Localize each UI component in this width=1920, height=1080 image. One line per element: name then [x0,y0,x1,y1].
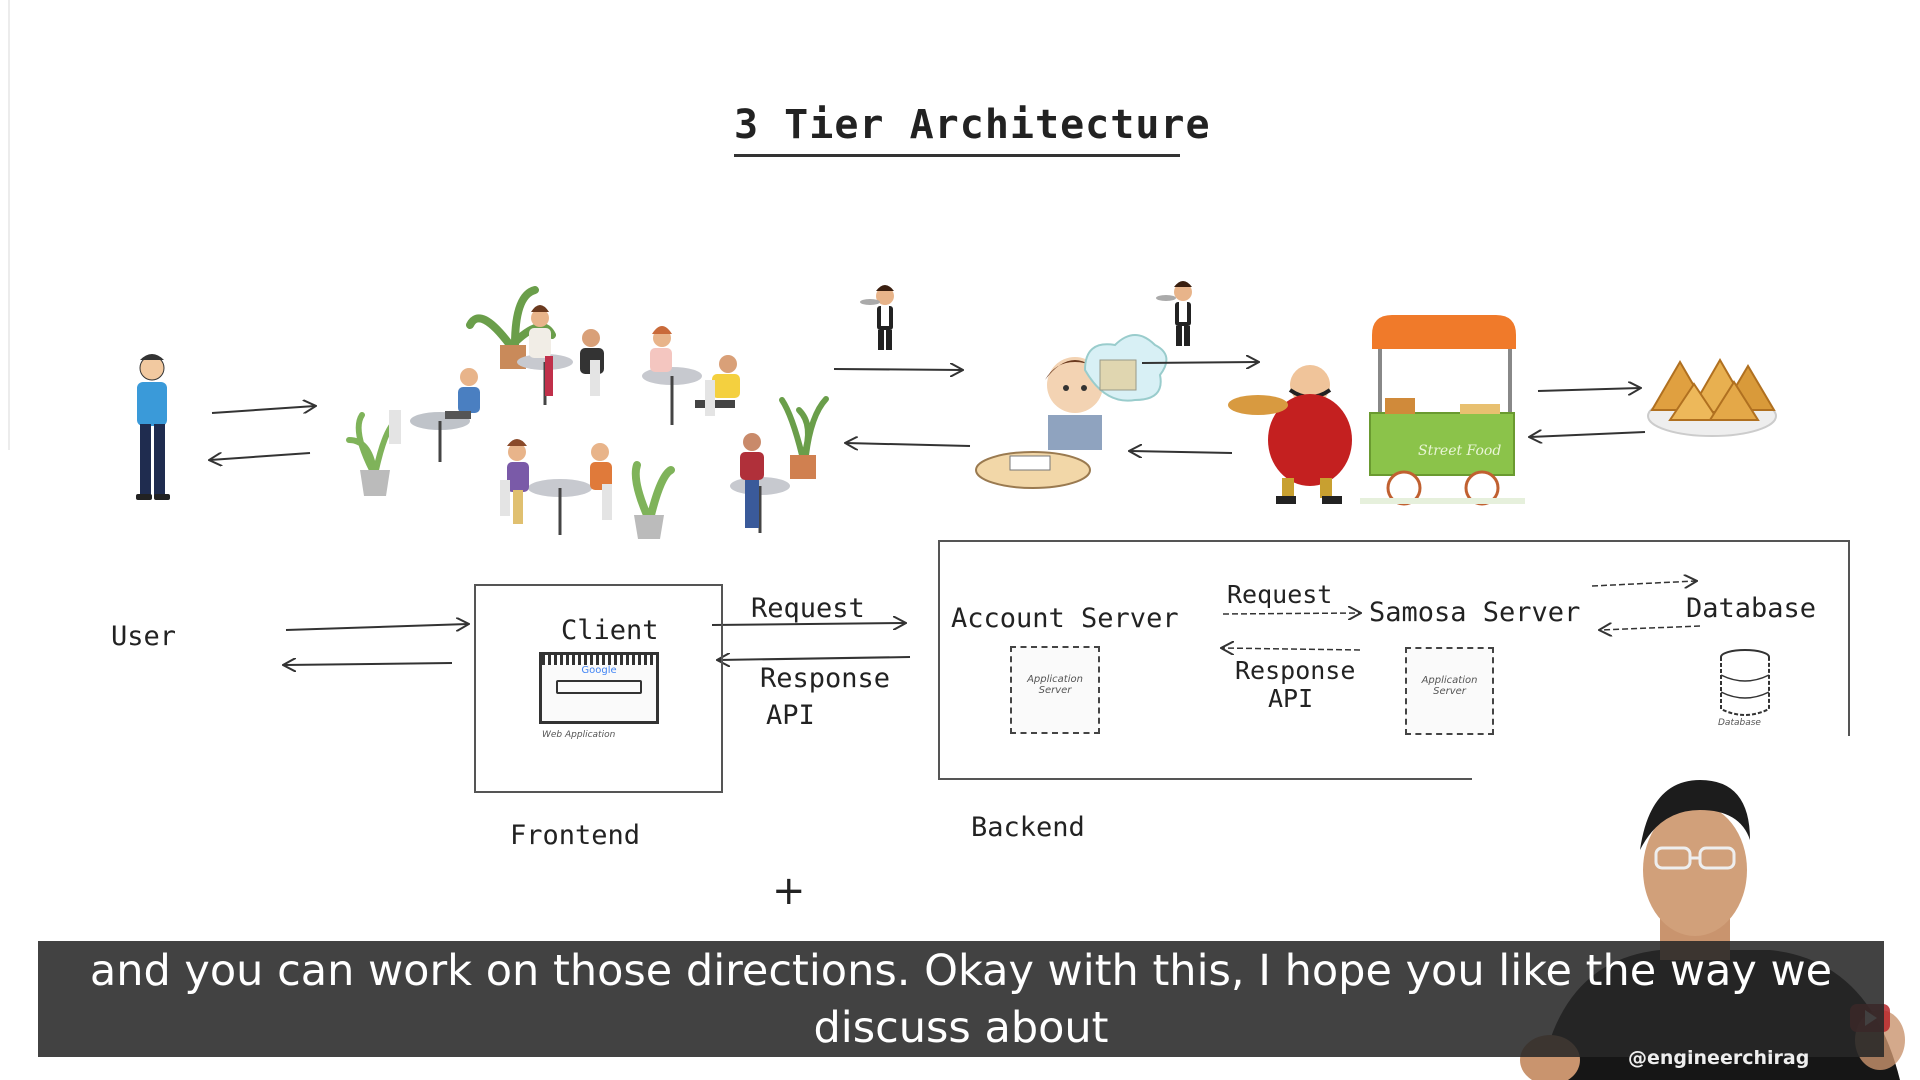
arrow-cart-to-samosas [1537,388,1640,391]
cafe-scene-illustration [346,286,829,539]
arrow-cafe-to-user [210,452,311,460]
caption-line-1: and you can work on those directions. Ok… [89,946,1833,996]
api-label: API [766,700,815,731]
waiter-2-illustration [1156,281,1192,346]
google-logo: Google [581,665,617,676]
backend-api-label: API [1268,684,1314,713]
account-server-box-text: Application Server [1027,674,1083,696]
arrow-request-to-backend [711,623,905,625]
title-underline [734,154,1180,157]
response-label: Response [760,663,891,694]
subtitle-caption: and you can work on those directions. Ok… [38,941,1884,1057]
backend-label: Backend [971,812,1085,843]
client-label: Client [561,615,659,646]
cart-sign: Street Food [1418,443,1501,459]
account-server-label: Account Server [951,603,1179,634]
arrow-client-to-user [284,663,453,665]
samosa-plate-illustration [1647,357,1777,437]
arrow-cafe-to-cashier [833,369,962,370]
page-edge [8,0,10,450]
caption-line-2: discuss about [813,1003,1109,1053]
arrow-samosa-to-database [1591,581,1696,586]
waiter-1-illustration [860,285,894,350]
backend-box [938,540,1850,736]
database-icon [1720,649,1770,716]
backend-box-bottom [938,778,1472,780]
backend-box-left-ext [938,736,940,780]
channel-handle: @engineerchirag [1628,1047,1810,1069]
arrow-cashier-to-cafe [846,443,971,446]
diagram-title: 3 Tier Architecture [734,102,1211,148]
arrow-user-to-client [285,624,468,630]
samosa-seller-illustration [1228,365,1352,504]
arrow-cashier-to-seller [1141,362,1258,363]
samosa-server-label: Samosa Server [1369,597,1581,628]
plus-cursor: + [772,868,806,914]
arrow-seller-to-cashier [1130,451,1233,453]
user-illustration [136,354,170,500]
account-server-box: Application Server [1010,646,1100,734]
backend-response-label: Response [1235,656,1356,685]
samosa-server-box-text: Application Server [1421,675,1478,697]
search-bar [556,680,642,694]
web-app-titlebar [542,655,656,665]
arrow-account-to-samosa [1222,613,1360,614]
user-label: User [111,621,177,652]
database-caption: Database [1718,718,1761,728]
food-cart-illustration [1360,315,1525,506]
samosa-server-box: Application Server [1405,647,1494,735]
cashier-illustration [975,334,1168,489]
database-label: Database [1686,593,1817,624]
web-app-caption: Web Application [542,730,616,740]
arrow-samosas-to-cart [1530,432,1646,437]
arrow-user-to-cafe [211,406,315,414]
client-box [474,584,723,793]
arrow-database-to-samosa [1600,626,1701,630]
web-app-window: Google [539,652,659,724]
arrow-response-to-client [718,657,911,660]
backend-request-label: Request [1227,580,1333,609]
arrow-samosa-to-account [1222,648,1361,650]
frontend-label: Frontend [510,820,641,851]
request-label: Request [751,593,865,624]
